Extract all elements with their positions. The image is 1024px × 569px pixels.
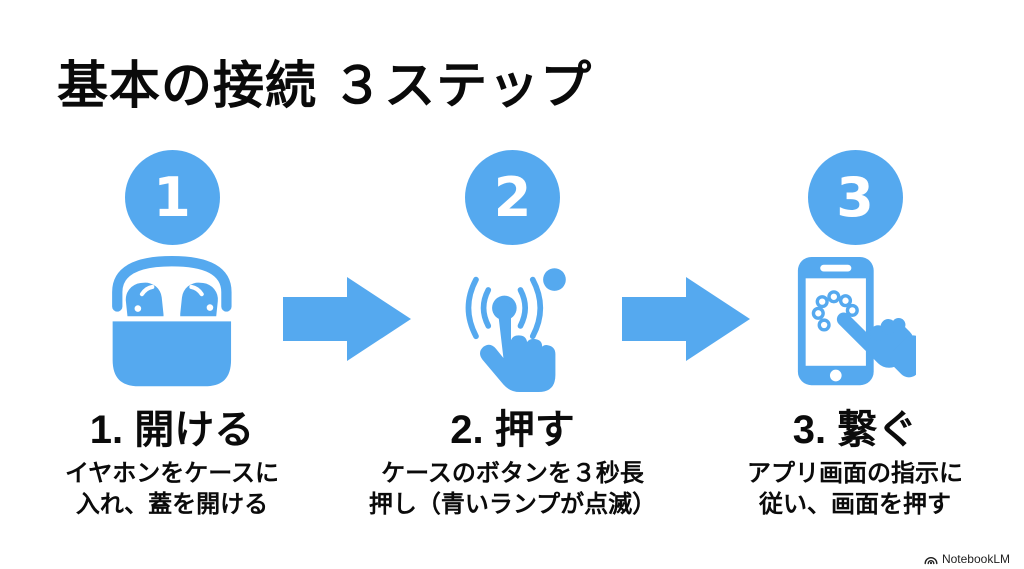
step-1-description: イヤホンをケースに 入れ、蓋を開ける [65, 458, 279, 520]
step-3-column: 3 3. 繋ぐ [695, 150, 1015, 520]
right-arrow-icon [283, 277, 411, 361]
button-press-icon [459, 255, 567, 393]
slide-title: 基本の接続 ３ステップ [57, 57, 593, 114]
step-2-number-badge: 2 [465, 150, 560, 245]
step-3-number: 3 [836, 165, 874, 229]
step-3-description-line1: アプリ画面の指示に [747, 460, 963, 487]
step-1-description-line1: イヤホンをケースに [64, 460, 280, 487]
step-1-heading: 1. 開ける [89, 408, 255, 452]
step-1-number-badge: 1 [124, 150, 220, 245]
step-2-heading: 2. 押す [450, 408, 575, 452]
step-2-column: 2 2. 押す ケースのボタンを３秒長 押し（青いランプが点滅） [355, 150, 670, 520]
step-3-number-badge: 3 [807, 150, 903, 245]
right-arrow-icon [622, 277, 750, 361]
step-2-description: ケースのボタンを３秒長 押し（青いランプが点滅） [369, 458, 656, 520]
notebooklm-logo-icon [924, 557, 938, 565]
step-1-description-line2: 入れ、蓋を開ける [75, 491, 269, 518]
step-3-description-line2: 従い、画面を押す [759, 491, 951, 518]
step-1-number: 1 [153, 165, 191, 229]
step-1-column: 1 1. 開ける イヤホンをケースに 入れ、蓋を開ける [22, 150, 322, 520]
phone-tap-icon [794, 255, 917, 393]
step-2-description-line2: 押し（青いランプが点滅） [368, 491, 657, 518]
step-3-description: アプリ画面の指示に 従い、画面を押す [747, 458, 963, 520]
step-2-number: 2 [493, 165, 532, 229]
step-2-description-line1: ケースのボタンを３秒長 [381, 460, 644, 487]
notebooklm-watermark-label: NotebookLM [941, 552, 1010, 566]
notebooklm-watermark: NotebookLM [924, 552, 1010, 566]
earbuds-case-open-icon [108, 255, 236, 393]
step-3-heading: 3. 繋ぐ [792, 408, 918, 452]
